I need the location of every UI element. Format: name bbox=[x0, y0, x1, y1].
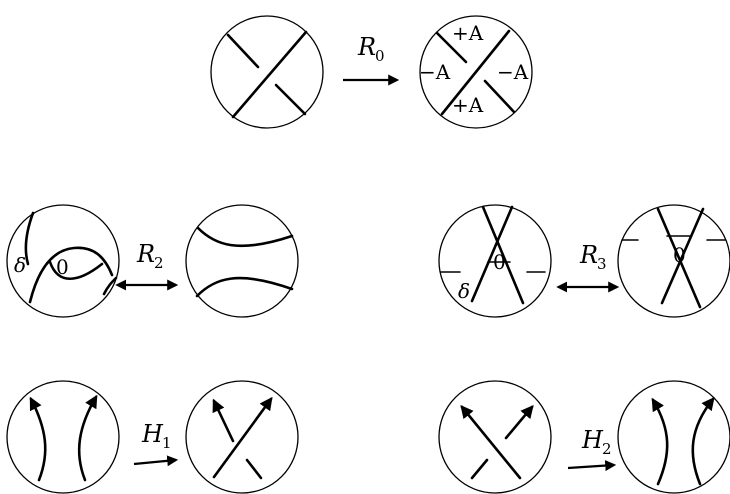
r2-right-diagram bbox=[185, 204, 299, 318]
r3-right-zero: 0 bbox=[673, 243, 686, 267]
h2-left-diagram bbox=[438, 380, 552, 494]
r2-label: R bbox=[136, 240, 155, 268]
r3-label: R bbox=[579, 241, 598, 269]
r3-left-diagram: 0 δ bbox=[438, 204, 552, 318]
r0-crossing-diagram bbox=[210, 15, 324, 129]
h2-right-diagram bbox=[617, 380, 730, 494]
r3-left-zero: 0 bbox=[493, 250, 506, 274]
r0-term-top: +A bbox=[452, 21, 484, 45]
h1-subscript: 1 bbox=[162, 434, 172, 452]
r0-term-left: −A bbox=[419, 60, 451, 84]
h2-subscript: 2 bbox=[602, 440, 612, 458]
h1-arrow: H 1 bbox=[133, 420, 179, 467]
r0-subscript: 0 bbox=[375, 47, 385, 65]
h2-label: H bbox=[581, 426, 604, 454]
r2-delta: δ bbox=[14, 253, 26, 277]
r0-term-right: −A bbox=[497, 60, 529, 84]
h2-arrow: H 2 bbox=[567, 426, 617, 472]
h1-left-diagram bbox=[6, 380, 120, 494]
h1-label: H bbox=[141, 420, 164, 448]
r0-term-bottom: +A bbox=[452, 93, 484, 117]
r0-expansion-diagram: +A −A −A +A bbox=[419, 15, 533, 129]
r0-arrow: R 0 bbox=[343, 33, 400, 86]
r2-arrow: R 2 bbox=[115, 240, 179, 291]
r3-delta: δ bbox=[458, 279, 470, 303]
r0-label: R bbox=[357, 33, 376, 61]
r3-subscript: 3 bbox=[597, 255, 607, 273]
r3-right-diagram: 0 bbox=[617, 204, 730, 318]
h1-right-diagram bbox=[185, 380, 299, 494]
r2-left-diagram: δ 0 bbox=[6, 204, 120, 318]
r2-zero: 0 bbox=[56, 255, 69, 279]
r3-arrow: R 3 bbox=[556, 241, 620, 293]
r2-subscript: 2 bbox=[154, 254, 164, 272]
